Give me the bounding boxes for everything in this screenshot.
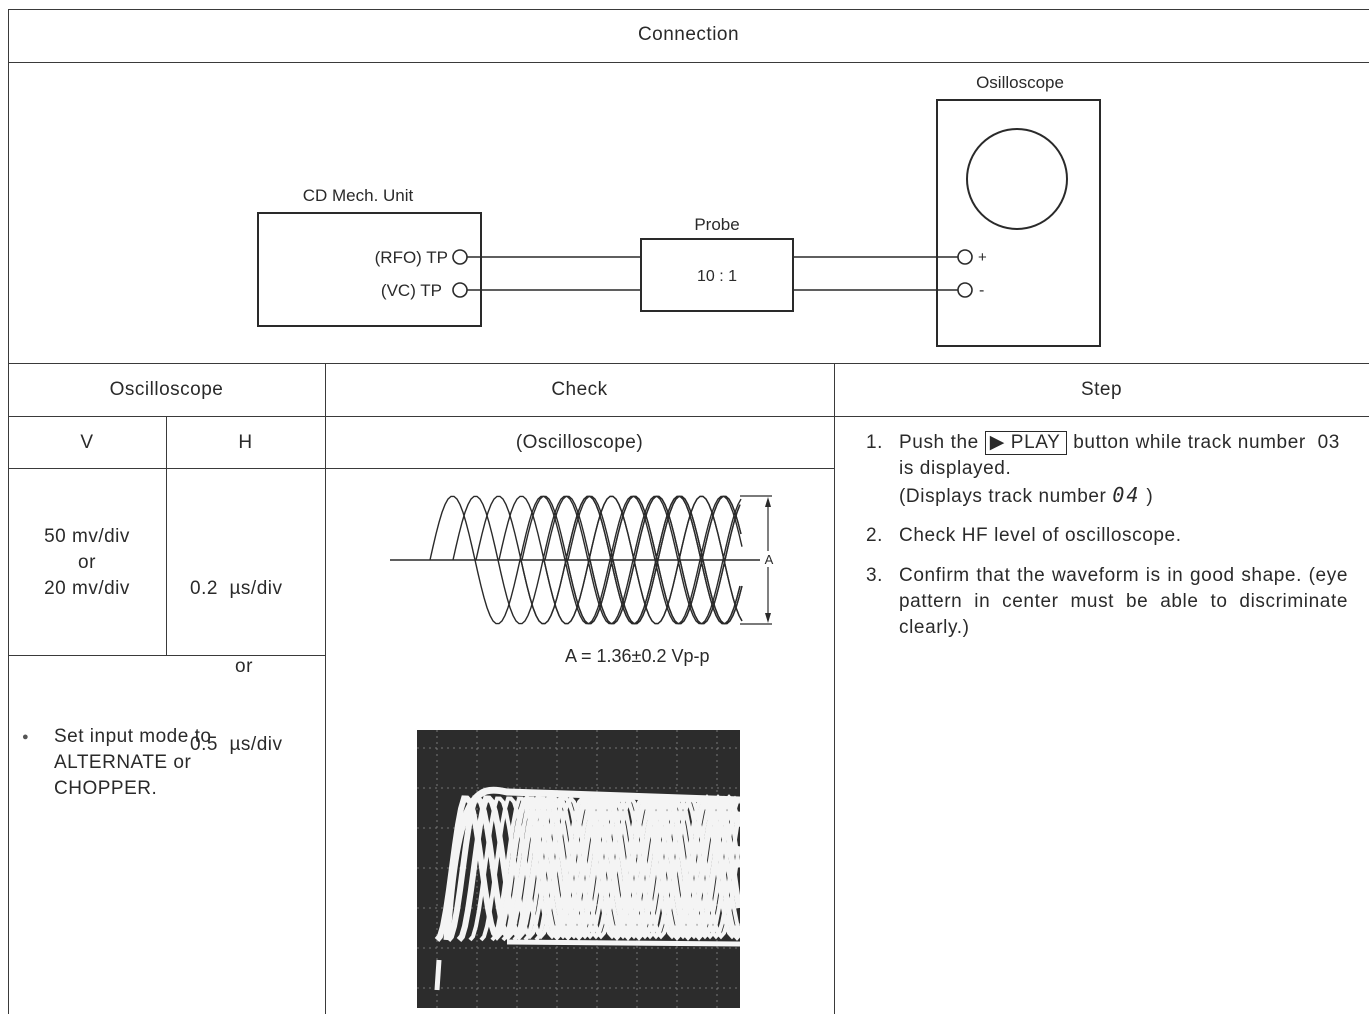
- check-step-divider: [834, 363, 835, 1014]
- step-2-text: Check HF level of oscilloscope.: [899, 523, 1348, 549]
- subheader-divider: [8, 468, 834, 469]
- step-3-text: Confirm that the waveform is in good sha…: [899, 563, 1348, 641]
- input-mode-note: ● Set input mode to ALTERNATE or CHOPPER…: [22, 724, 302, 802]
- probe-ratio: 10 : 1: [697, 268, 737, 285]
- check-subheader: (Oscilloscope): [325, 432, 834, 454]
- plus-terminal: [958, 250, 972, 264]
- cd-mech-unit-box: [258, 213, 481, 326]
- rfo-tp-label: (RFO) TP: [375, 248, 448, 267]
- h-value-1: 0.2 µs/div: [190, 576, 325, 602]
- column-header-divider: [8, 416, 1369, 417]
- rfo-tp-terminal: [453, 250, 467, 264]
- play-button-label: ▶ PLAY: [990, 432, 1061, 453]
- v-value-1: 50 mv/div: [8, 524, 166, 550]
- minus-terminal: [958, 283, 972, 297]
- v-value-or: or: [8, 550, 166, 576]
- vc-tp-label: (VC) TP: [381, 281, 442, 300]
- oscilloscope-photo: [417, 730, 740, 1008]
- step-3-num: 3.: [866, 563, 883, 589]
- eye-pattern-diagram: A: [380, 485, 800, 635]
- step-1: 1. Push the ▶ PLAY button while track nu…: [866, 430, 1348, 510]
- check-header: Check: [325, 379, 834, 401]
- input-mode-text: Set input mode to ALTERNATE or CHOPPER.: [54, 724, 279, 802]
- step-header: Step: [834, 379, 1369, 401]
- oscilloscope-check-divider: [325, 363, 326, 1014]
- bullet-icon: ●: [22, 724, 29, 750]
- connection-bottom-divider: [8, 363, 1369, 364]
- vc-tp-terminal: [453, 283, 467, 297]
- amplitude-marker: A: [765, 552, 774, 567]
- amplitude-spec: A = 1.36±0.2 Vp-p: [565, 646, 709, 667]
- play-button[interactable]: ▶ PLAY: [985, 431, 1068, 455]
- probe-label: Probe: [694, 215, 739, 234]
- step-2: 2. Check HF level of oscilloscope.: [866, 523, 1348, 549]
- oscilloscope-box: [937, 100, 1100, 346]
- step-1-line2: (Displays track number: [899, 486, 1106, 507]
- step-1-num: 1.: [866, 430, 883, 456]
- minus-label: -: [979, 282, 984, 299]
- v-header: V: [8, 432, 166, 454]
- track-display: 04: [1112, 482, 1140, 508]
- h-header: H: [166, 432, 325, 454]
- amp-arrow-down: [765, 613, 771, 623]
- step-1-pre: Push the: [899, 432, 979, 453]
- plus-label: +: [978, 249, 987, 266]
- step-1-close: ): [1146, 486, 1153, 507]
- step-2-num: 2.: [866, 523, 883, 549]
- v-value-2: 20 mv/div: [8, 576, 166, 602]
- connection-diagram: Osilloscope CD Mech. Unit (RFO) TP (VC) …: [0, 0, 1369, 363]
- amp-arrow-up: [765, 497, 771, 507]
- step-3: 3. Confirm that the waveform is in good …: [866, 563, 1348, 641]
- connection-scope-label: Osilloscope: [976, 73, 1064, 92]
- cd-unit-label: CD Mech. Unit: [303, 186, 414, 205]
- oscilloscope-header: Oscilloscope: [8, 379, 325, 401]
- v-values: 50 mv/div or 20 mv/div: [8, 524, 166, 602]
- h-value-or: or: [190, 654, 325, 680]
- oscilloscope-screen: [967, 129, 1067, 229]
